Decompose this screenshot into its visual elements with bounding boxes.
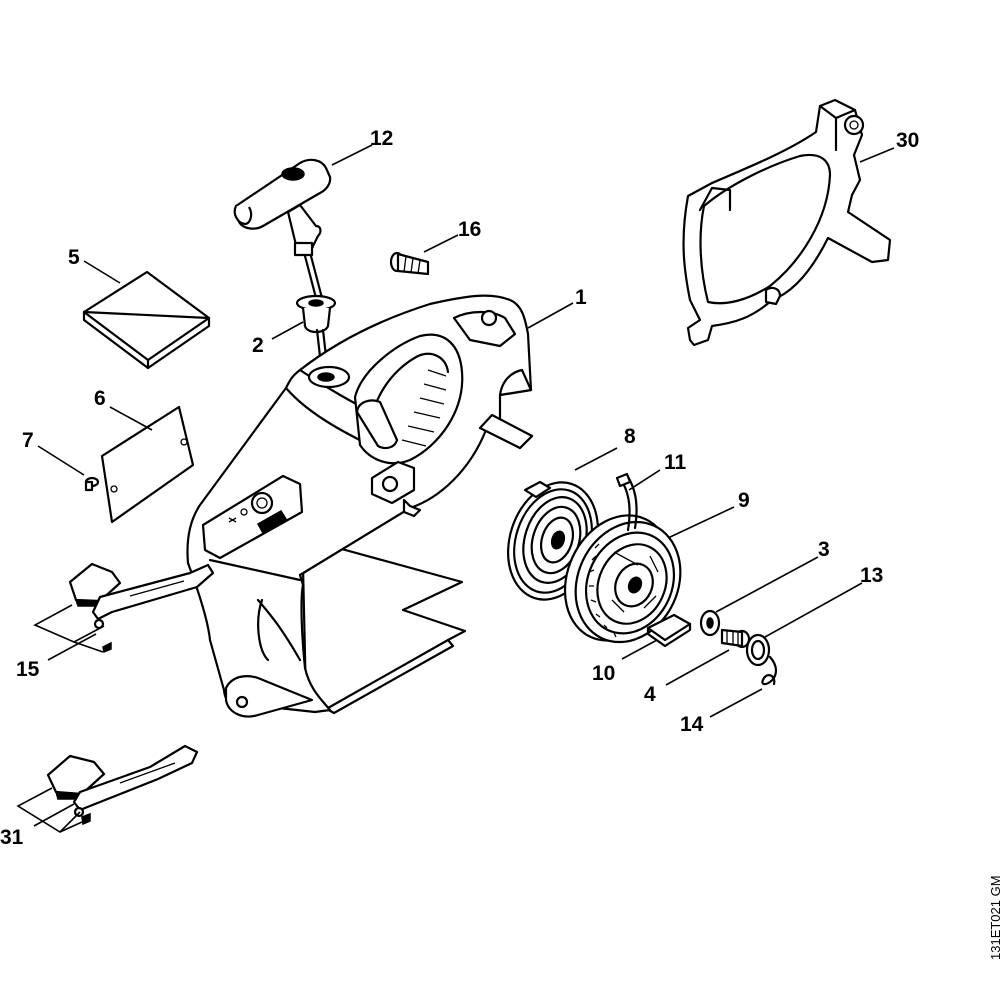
callout-14: 14 [680,713,704,736]
callout-labels: 12 16 5 2 1 30 6 7 8 11 9 3 13 15 10 4 1… [0,127,919,849]
callout-2: 2 [252,334,264,357]
callout-6: 6 [94,387,106,410]
callout-15: 15 [16,658,40,681]
part-7-rivet [84,476,100,492]
part-12-starter-grip [233,158,332,300]
part-5-cover-pad [82,270,211,370]
part-16-screw [389,251,430,276]
part-31-switch-lever [46,744,199,826]
part-11-rope-end [615,472,638,532]
part-2-rope-bushing [295,294,337,376]
callout-13: 13 [860,564,883,587]
callout-9: 9 [738,489,750,512]
part-15-switch-lever [68,562,215,654]
part-1-fan-housing [186,294,534,718]
part-14-spring-clip [761,655,778,686]
callout-10: 10 [592,662,615,685]
callout-5: 5 [68,246,80,269]
part-6-plate [100,405,195,524]
part-30-shroud [682,98,892,347]
callout-31: 31 [0,826,24,849]
callout-16: 16 [458,218,481,241]
part-9-rope-rotor [563,514,682,644]
callout-3: 3 [818,538,830,561]
part-3-washer [699,609,721,637]
callout-7: 7 [22,429,34,452]
part-10-pawl [646,613,692,648]
callout-8: 8 [624,425,636,448]
callout-11: 11 [664,451,687,474]
callout-1: 1 [575,286,587,309]
leader-lines [16,144,895,834]
callout-30: 30 [896,129,919,152]
callout-4: 4 [644,683,656,706]
part-4-screw [720,628,751,649]
part-13-washer-ring [745,633,771,667]
drawing-reference-code: 131ET021 GM [988,875,1000,960]
callout-12: 12 [370,127,393,150]
